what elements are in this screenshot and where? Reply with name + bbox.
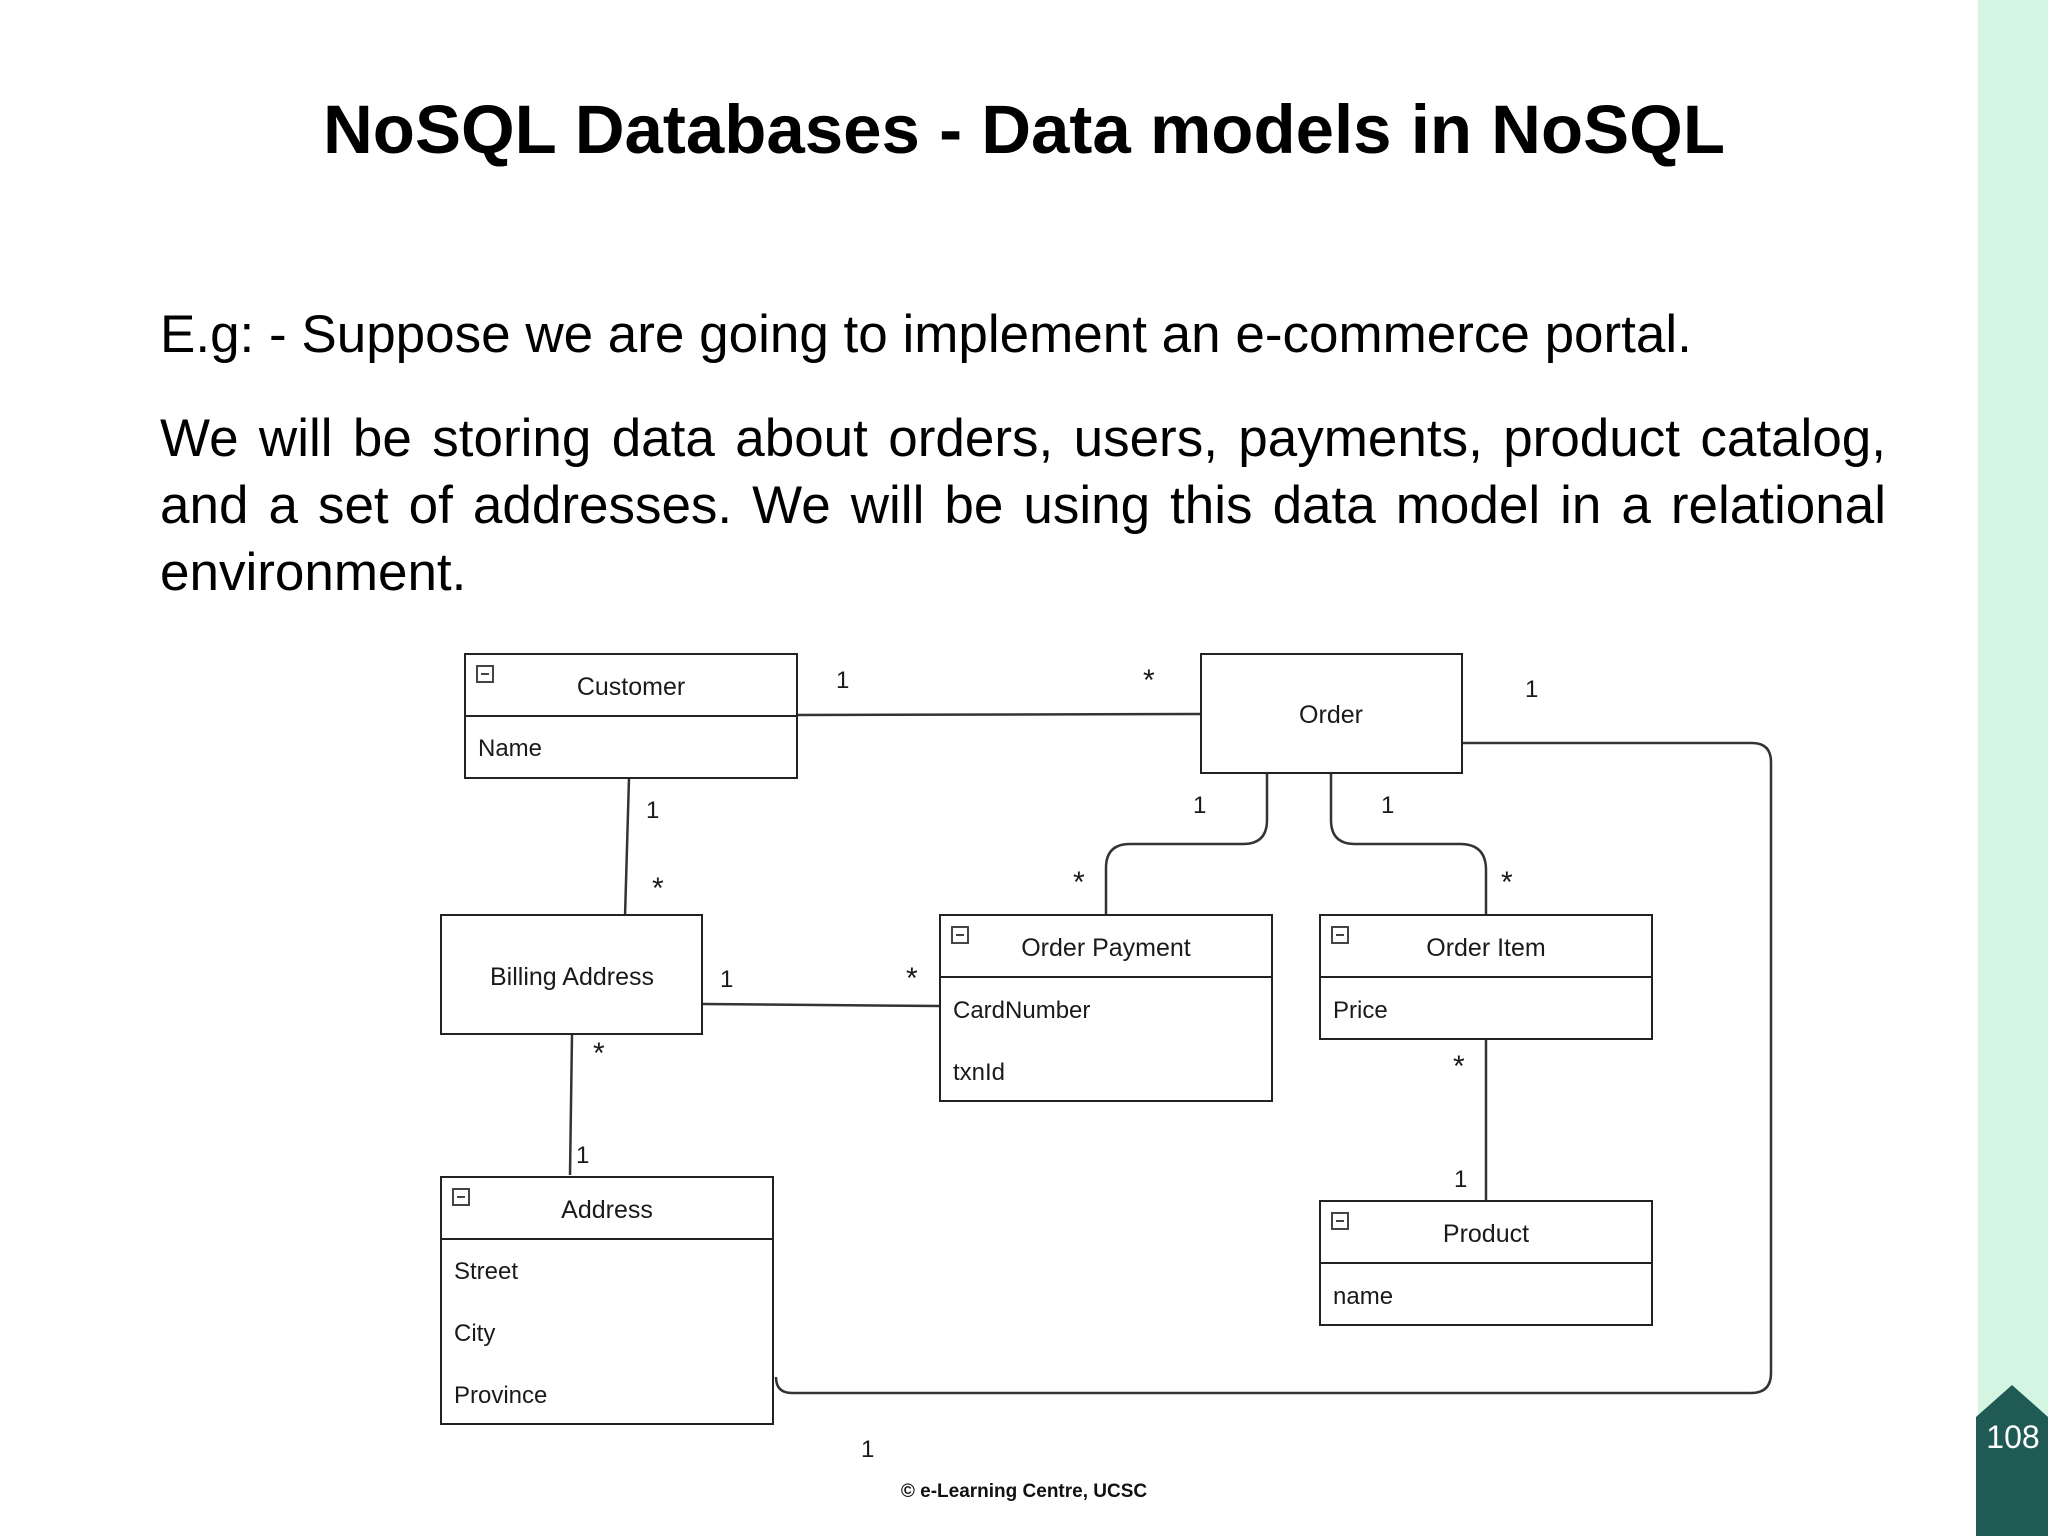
mult-order-payment-from: 1	[1193, 792, 1206, 819]
mult-customer-order-from: 1	[836, 667, 849, 694]
page-number-badge	[1976, 1385, 2048, 1536]
collapse-icon	[1331, 926, 1349, 944]
slide-title: NoSQL Databases - Data models in NoSQL	[322, 91, 1726, 168]
entity-order-item: Order Item Price	[1319, 914, 1653, 1040]
entity-address-attr-street: Street	[454, 1258, 518, 1285]
connector-billing-address	[568, 1033, 574, 1176]
entity-order-title: Order	[1299, 701, 1363, 729]
mult-item-product-from: *	[1453, 1050, 1465, 1083]
connectors	[568, 712, 1773, 1395]
body-paragraph: We will be storing data about orders, us…	[160, 409, 1886, 602]
footer-copyright: © e-Learning Centre, UCSC	[900, 1481, 1148, 1502]
entity-address: Address Street City Province	[440, 1176, 774, 1425]
entity-product-attr-name: name	[1333, 1283, 1393, 1310]
entity-product-title: Product	[1443, 1220, 1529, 1248]
connector-customer-billing	[623, 777, 631, 918]
entity-order-payment-attr-txnid: txnId	[953, 1059, 1005, 1086]
entity-address-attr-city: City	[454, 1320, 495, 1347]
collapse-icon	[476, 665, 494, 683]
connector-customer-order	[796, 712, 1202, 717]
entity-order-payment-attr-cardnumber: CardNumber	[953, 997, 1090, 1024]
collapse-icon	[951, 926, 969, 944]
connector-order-address	[774, 741, 1773, 1395]
mult-billing-address-from: *	[593, 1037, 605, 1070]
entity-address-attr-province: Province	[454, 1382, 547, 1409]
entity-product: Product name	[1319, 1200, 1653, 1326]
mult-order-payment-to: *	[1073, 866, 1085, 899]
connector-order-payment	[1104, 773, 1269, 915]
mult-order-item-to: *	[1501, 866, 1513, 899]
mult-customer-order-to: *	[1143, 664, 1155, 697]
entity-address-title: Address	[561, 1196, 653, 1224]
mult-item-product-to: 1	[1454, 1166, 1467, 1193]
connector-billing-payment	[702, 1002, 941, 1008]
collapse-icon	[452, 1188, 470, 1206]
entity-order-payment-title: Order Payment	[1021, 934, 1191, 962]
entity-customer-title: Customer	[577, 673, 685, 701]
page-number: 108	[1986, 1419, 2040, 1455]
intro-text: E.g: - Suppose we are going to implement…	[160, 305, 1692, 364]
side-accent-bar	[1978, 0, 2048, 1536]
mult-customer-billing-to: *	[652, 872, 664, 905]
entity-billing-address: Billing Address	[440, 914, 703, 1035]
entity-order: Order	[1200, 653, 1463, 774]
mult-order-address-from: 1	[1525, 676, 1538, 703]
mult-billing-payment-to: *	[906, 962, 918, 995]
mult-billing-payment-from: 1	[720, 966, 733, 993]
entity-billing-address-title: Billing Address	[490, 963, 654, 991]
entity-order-item-attr-price: Price	[1333, 997, 1388, 1024]
entity-customer-attr-name: Name	[478, 735, 542, 762]
entity-order-item-title: Order Item	[1426, 934, 1545, 962]
connector-order-item	[1329, 773, 1488, 915]
mult-billing-address-to: 1	[576, 1142, 589, 1169]
collapse-icon	[1331, 1212, 1349, 1230]
mult-order-item-from: 1	[1381, 792, 1394, 819]
multiplicity-labels: 1 * 1 * 1 * 1 * 1 1 1 * * 1 * 1	[576, 664, 1538, 1463]
entity-order-payment: Order Payment CardNumber txnId	[939, 914, 1273, 1102]
entity-customer: Customer Name	[464, 653, 798, 779]
mult-customer-billing-from: 1	[646, 797, 659, 824]
mult-order-address-to: 1	[861, 1436, 874, 1463]
